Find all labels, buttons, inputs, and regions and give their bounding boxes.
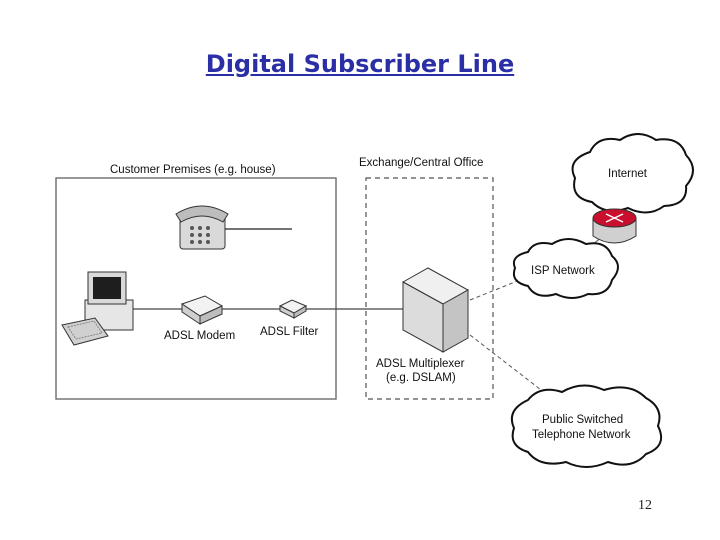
multiplexer-label-line1: ADSL Multiplexer — [376, 358, 465, 370]
adsl-multiplexer-icon — [401, 267, 470, 353]
internet-label: Internet — [608, 168, 648, 180]
computer-icon — [61, 271, 134, 346]
link-multiplexer-pstn — [469, 334, 546, 394]
pstn-cloud-icon — [510, 384, 662, 468]
adsl-modem-label: ADSL Modem — [164, 330, 235, 342]
isp-network-cloud-icon — [512, 238, 619, 299]
internet-cloud-icon — [571, 133, 694, 214]
telephone-icon — [175, 205, 229, 250]
exchange-label: Exchange/Central Office — [359, 157, 483, 169]
customer-premises-label: Customer Premises (e.g. house) — [110, 164, 276, 176]
pstn-label-line2: Telephone Network — [532, 429, 631, 441]
link-multiplexer-isp — [469, 279, 521, 301]
multiplexer-label-line2: (e.g. DSLAM) — [386, 372, 456, 384]
page-number: 12 — [638, 498, 652, 513]
pstn-label-line1: Public Switched — [542, 414, 623, 426]
exchange-box — [365, 177, 494, 400]
adsl-filter-icon — [278, 299, 308, 319]
isp-network-label: ISP Network — [531, 265, 595, 277]
adsl-filter-label: ADSL Filter — [260, 326, 319, 338]
adsl-modem-icon — [180, 295, 224, 325]
slide-title: Digital Subscriber Line — [205, 50, 515, 78]
router-icon — [592, 208, 637, 244]
